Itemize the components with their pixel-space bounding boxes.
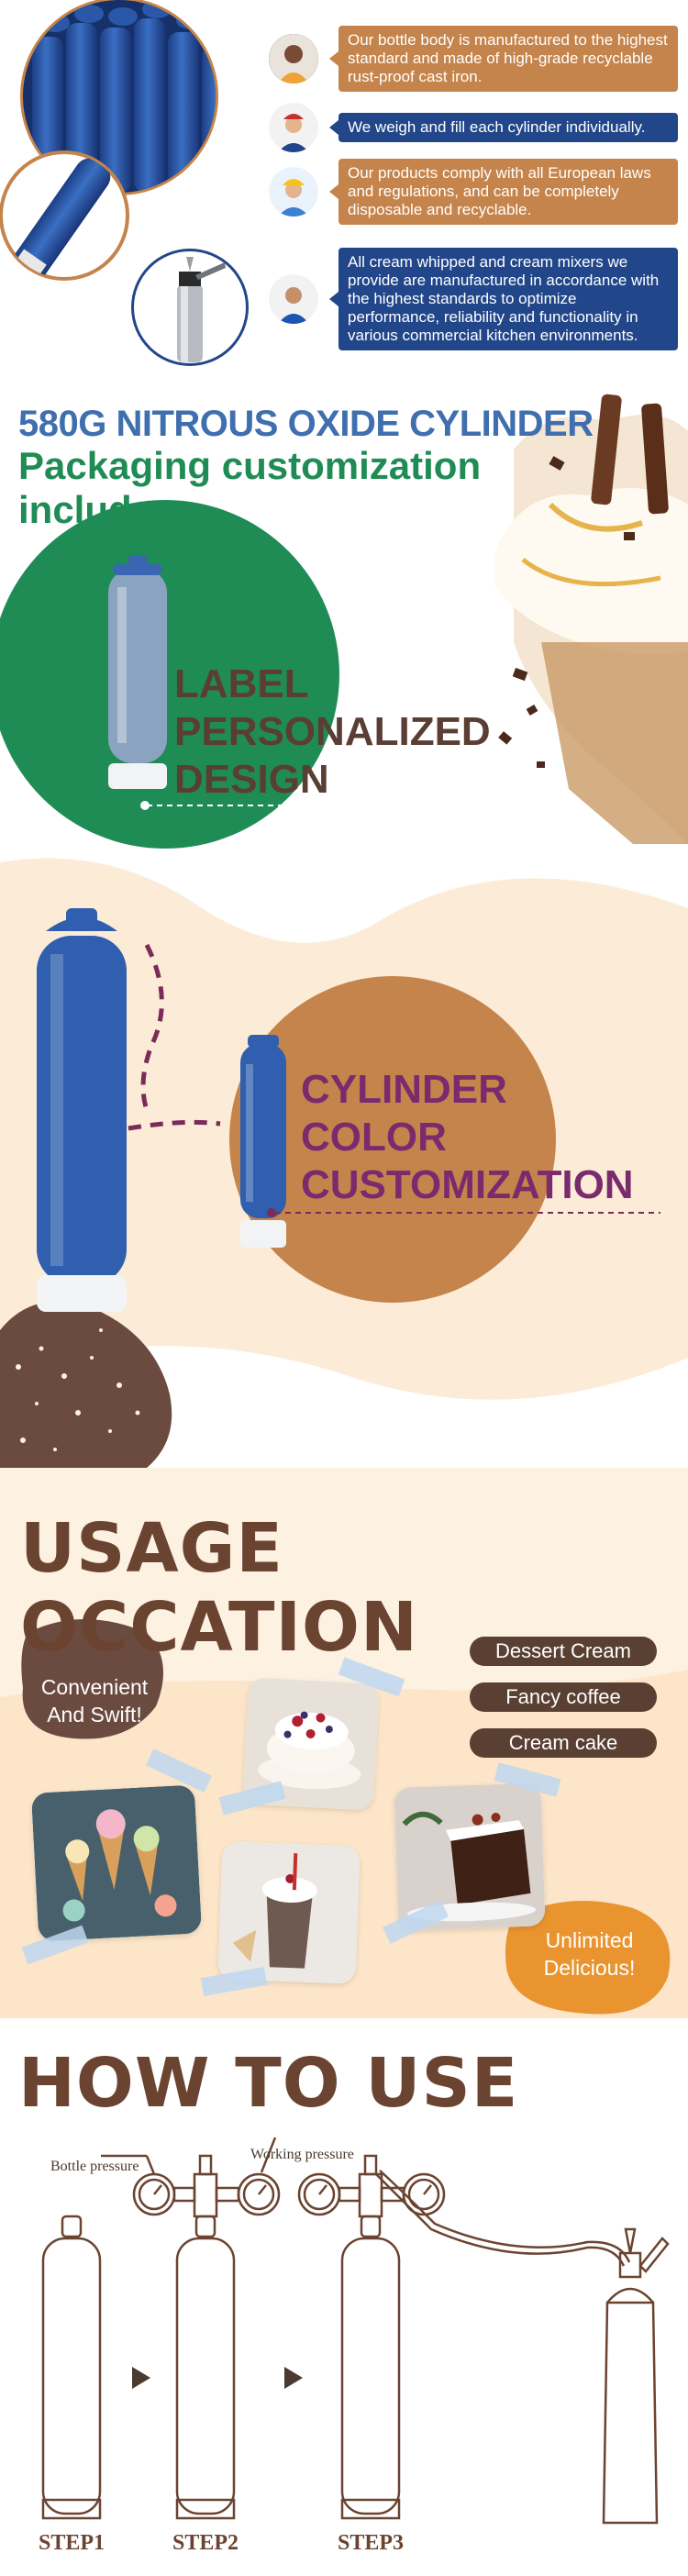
blob-line: Convenient bbox=[40, 1675, 149, 1699]
how-to-use-section bbox=[0, 2018, 688, 2576]
chocolate-cake-photo bbox=[394, 1782, 546, 1931]
customization-background bbox=[0, 394, 688, 1468]
color-option-line: COLOR bbox=[301, 1115, 447, 1160]
color-option-text: CYLINDER COLOR CUSTOMIZATION bbox=[301, 1066, 634, 1209]
feature-text: Our products comply with all European la… bbox=[329, 159, 678, 225]
usage-heading: USAGE OCCATION bbox=[20, 1509, 418, 1667]
ice-cream-photo bbox=[30, 1784, 203, 1942]
color-option-line: CUSTOMIZATION bbox=[301, 1162, 634, 1207]
usage-tag: Dessert Cream bbox=[470, 1637, 657, 1666]
feature-text: All cream whipped and cream mixers we pr… bbox=[329, 248, 678, 350]
cylinder-title: 580G NITROUS OXIDE CYLINDER bbox=[18, 404, 594, 444]
bottle-pressure-label: Bottle pressure bbox=[50, 2159, 139, 2174]
worker-avatar-icon bbox=[269, 34, 318, 83]
steps-diagram bbox=[41, 2137, 670, 2525]
cylinder-collage bbox=[0, 0, 249, 366]
milkshake-photo bbox=[217, 1841, 361, 1984]
step-label: STEP2 bbox=[172, 2531, 239, 2555]
feature-row: Our bottle body is manufactured to the h… bbox=[269, 26, 678, 92]
working-pressure-label: Working pressure bbox=[250, 2147, 354, 2162]
label-option-text: LABEL PERSONALIZED DESIGN bbox=[174, 661, 491, 804]
feature-row: We weigh and fill each cylinder individu… bbox=[269, 103, 678, 152]
label-option-line: PERSONALIZED bbox=[174, 709, 491, 754]
usage-tag: Cream cake bbox=[470, 1728, 657, 1758]
blob-line: Delicious! bbox=[543, 1956, 636, 1980]
blob-line: And Swift! bbox=[47, 1703, 142, 1727]
packaging-title: Packaging customization include bbox=[18, 444, 482, 531]
inspector-avatar-icon bbox=[269, 167, 318, 217]
feature-text: We weigh and fill each cylinder individu… bbox=[329, 113, 678, 142]
label-option-line: DESIGN bbox=[174, 757, 329, 802]
engineer-avatar-icon bbox=[269, 103, 318, 152]
feature-text: Our bottle body is manufactured to the h… bbox=[329, 26, 678, 92]
pavlova-photo bbox=[242, 1677, 380, 1811]
how-to-use-heading: HOW TO USE bbox=[18, 2044, 519, 2123]
label-option-line: LABEL bbox=[174, 661, 309, 706]
step-label: STEP3 bbox=[338, 2531, 405, 2555]
step-label: STEP1 bbox=[39, 2531, 105, 2555]
delicious-blob-text: Unlimited Delicious! bbox=[514, 1926, 665, 1982]
convenient-blob-text: Convenient And Swift! bbox=[26, 1673, 163, 1728]
feature-row: All cream whipped and cream mixers we pr… bbox=[269, 248, 678, 350]
mechanic-avatar-icon bbox=[269, 274, 318, 324]
usage-tag: Fancy coffee bbox=[470, 1682, 657, 1712]
feature-row: Our products comply with all European la… bbox=[269, 159, 678, 225]
blob-line: Unlimited bbox=[545, 1928, 634, 1952]
color-option-line: CYLINDER bbox=[301, 1067, 507, 1112]
